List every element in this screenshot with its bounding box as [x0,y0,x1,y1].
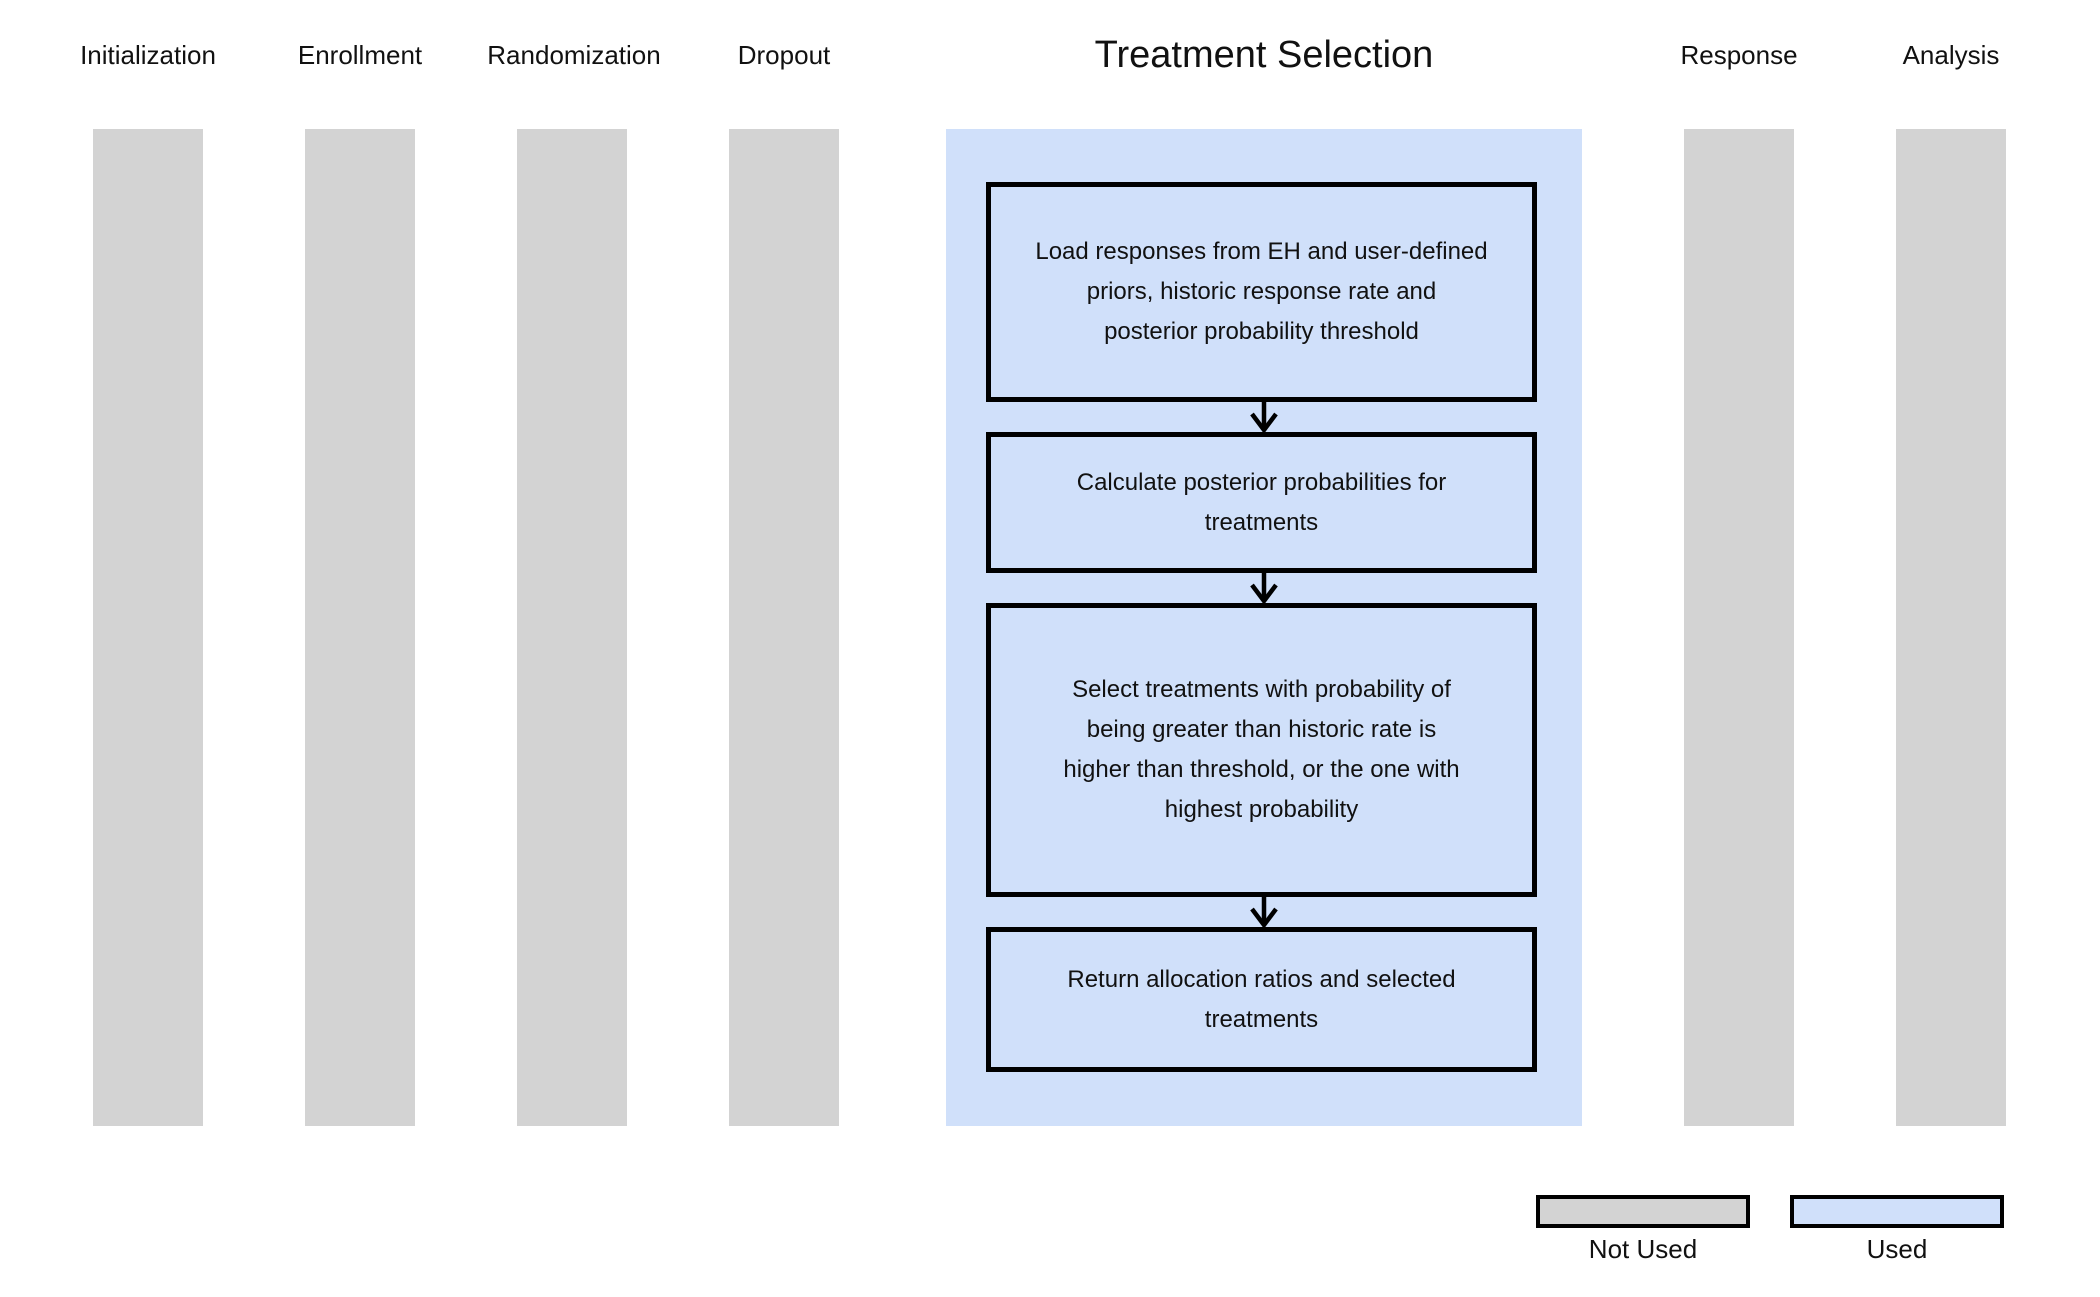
legend-label-used: Used [1866,1234,1928,1264]
column-label-randomization: Randomization [487,40,661,70]
treatment-selection-panel: Load responses from EH and user-defined … [946,129,1582,1126]
flow-step-load-responses: Load responses from EH and user-defined … [986,182,1537,402]
phase-bar-initialization [93,129,203,1126]
flow-step-calculate-posteriors: Calculate posterior probabilities for tr… [986,432,1537,573]
legend-swatch-not-used [1536,1195,1750,1228]
column-label-treatment-selection: Treatment Selection [1094,34,1434,76]
phase-bar-randomization [517,129,627,1126]
column-label-initialization: Initialization [80,40,216,70]
column-label-dropout: Dropout [737,40,831,70]
phase-bar-response [1684,129,1794,1126]
flow-step-select-treatments: Select treatments with probability of be… [986,603,1537,897]
column-label-enrollment: Enrollment [297,40,423,70]
arrow-down-icon [1250,573,1278,603]
column-label-response: Response [1680,40,1798,70]
phase-bar-analysis [1896,129,2006,1126]
legend-swatch-used [1790,1195,2004,1228]
phase-bar-dropout [729,129,839,1126]
legend-label-not-used: Not Used [1588,1234,1698,1264]
column-label-analysis: Analysis [1902,40,2000,70]
phase-bar-enrollment [305,129,415,1126]
arrow-down-icon [1250,402,1278,432]
flow-step-return-allocations: Return allocation ratios and selected tr… [986,927,1537,1072]
arrow-down-icon [1250,897,1278,927]
